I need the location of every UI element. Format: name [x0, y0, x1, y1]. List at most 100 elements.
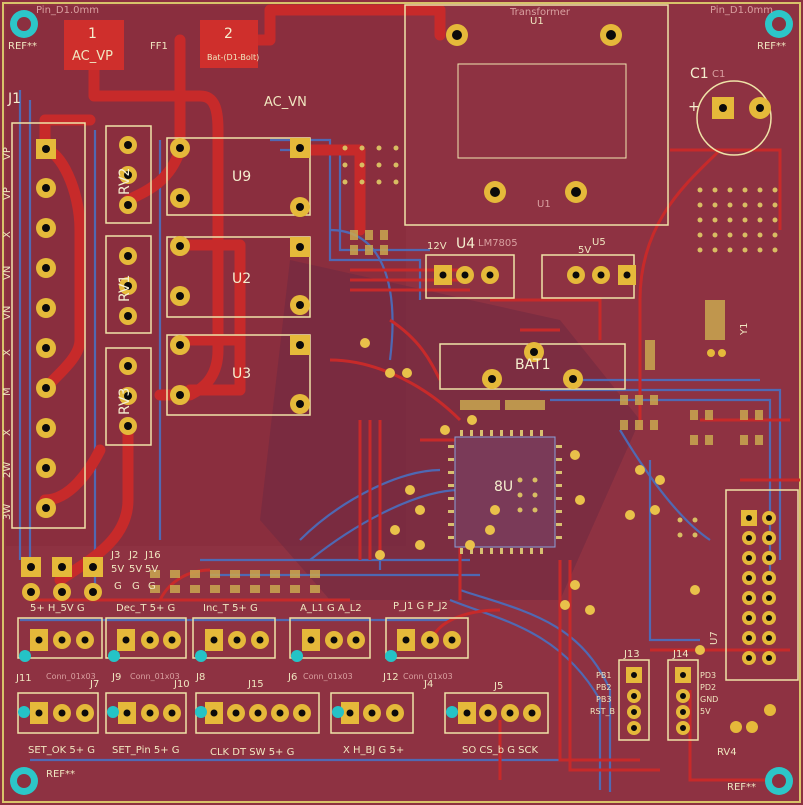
- fuse-pad-1: [64, 20, 124, 70]
- u9-label: U9: [232, 169, 252, 185]
- c1-outline: [696, 80, 772, 156]
- j13-pin-4: RST_B: [590, 707, 616, 716]
- u8-chip-body: [454, 436, 556, 548]
- j1-net-6: X: [2, 349, 13, 356]
- j1-net-10: 3W: [2, 503, 13, 520]
- j1-net-5: VN: [2, 305, 13, 320]
- j8-ref: J8: [196, 672, 206, 683]
- bottom-traces: [18, 90, 782, 792]
- j14-pin-1: PD3: [700, 671, 717, 680]
- j11-pin-label: 5+ H_5V G: [30, 603, 85, 614]
- j14-pin-2: PD2: [700, 683, 717, 692]
- j5-pin-label: SO CS_b G SCK: [462, 745, 539, 756]
- j9-pin-label: Dec_T 5+ G: [116, 603, 176, 614]
- j14-pin-4: 5V: [700, 707, 711, 716]
- j3-ground: G: [114, 581, 122, 592]
- j12-pin-label: P_J1 G P_J2: [393, 601, 448, 612]
- u4-net-label: 12V: [427, 241, 447, 252]
- j6-ref: J6: [288, 672, 298, 683]
- j13-pin-3: PB3: [596, 695, 612, 704]
- j1-net-7: M: [2, 387, 13, 396]
- rv2-label: RV2: [117, 167, 133, 195]
- u5-ref-label: U5: [592, 237, 606, 248]
- ref-br-label: REF**: [727, 782, 757, 793]
- fuse-ref-label: FF1: [150, 41, 168, 52]
- j1-net-8: X: [2, 429, 13, 436]
- j4-ref: J4: [424, 679, 434, 690]
- ref-tl-label: REF**: [8, 41, 38, 52]
- smd-parts: [150, 230, 763, 593]
- u2-label: U2: [232, 271, 252, 287]
- j9-ref: J9: [112, 672, 122, 683]
- j15-ref: J15: [248, 679, 264, 690]
- pin-tr-label: Pin_D1.0mm: [710, 5, 774, 16]
- j1-net-3: X: [2, 231, 13, 238]
- signal-traces-red: [30, 148, 800, 782]
- j10-pin-label: SET_Pin 5+ G: [112, 745, 180, 756]
- j10-ref: J10: [174, 679, 190, 690]
- j13-label: J13: [624, 649, 640, 660]
- j1-net-2: VP: [2, 187, 13, 200]
- fuse-pad2-name: Bat-(D1-Bolt): [207, 53, 260, 62]
- power-traces: [39, 4, 446, 586]
- j3-ref: J3: [111, 550, 121, 561]
- u3-label: U3: [232, 366, 252, 382]
- u1-outline: [404, 4, 669, 226]
- j16-ref: J16: [145, 550, 161, 561]
- via-field: [342, 145, 778, 538]
- u8-label: 8U: [494, 479, 514, 495]
- j1-net-4: VN: [2, 265, 13, 280]
- j3-voltage: 5V: [111, 564, 125, 575]
- j2-ground: G: [132, 581, 140, 592]
- ref-bl-label: REF**: [46, 769, 76, 780]
- j6-value: Conn_01x03: [303, 672, 353, 681]
- j4-pin-label: X H_BJ G 5+: [343, 745, 405, 756]
- j13-pin-2: PB2: [596, 683, 612, 692]
- ac-vn-label: AC_VN: [264, 95, 307, 110]
- fuse-pad2-number: 2: [224, 26, 233, 42]
- bat1-label: BAT1: [515, 357, 551, 373]
- th-pads: [18, 24, 776, 735]
- u7-label: U7: [709, 631, 720, 645]
- j14-pin-3: GND: [700, 695, 719, 704]
- j15-pin-label: CLK DT SW 5+ G: [210, 747, 295, 758]
- c1-ref-label: C1: [690, 66, 709, 82]
- c1-value-label: C1: [712, 69, 726, 80]
- fuse-pad-2: [200, 20, 258, 68]
- j12-ref: J12: [383, 672, 399, 683]
- j5-ref: J5: [494, 681, 504, 692]
- u8-pins: [448, 430, 562, 554]
- u1-ref-label: U1: [530, 16, 544, 27]
- j7-ref: J7: [90, 679, 100, 690]
- j11-ref: J11: [16, 673, 32, 684]
- fuse-pad1-name: AC_VP: [72, 49, 113, 64]
- j1-ref-label: J1: [8, 91, 22, 107]
- vias: [360, 338, 705, 655]
- j6-pin-label: A_L1 G A_L2: [300, 603, 362, 614]
- j8-pin-label: Inc_T 5+ G: [203, 603, 258, 614]
- ref-tr-label: REF**: [757, 41, 787, 52]
- rv4-label: RV4: [717, 747, 737, 758]
- j2-voltage: 5V: [129, 564, 143, 575]
- j14-label: J14: [673, 649, 689, 660]
- c1-polarity-label: +: [688, 99, 700, 115]
- j1-net-1: VP: [2, 147, 13, 160]
- silkscreen: [11, 4, 799, 741]
- j11-value: Conn_01x03: [46, 672, 96, 681]
- y1-label: Y1: [739, 322, 750, 335]
- j13-pin-1: PB1: [596, 671, 612, 680]
- j7-pin-label: SET_OK 5+ G: [28, 745, 96, 756]
- pin-tl-label: Pin_D1.0mm: [36, 5, 100, 16]
- u1-value-label: Transformer: [510, 7, 571, 18]
- j12-value: Conn_01x03: [403, 672, 453, 681]
- j16-voltage: 5V: [145, 564, 159, 575]
- mounting-holes: [10, 10, 793, 795]
- u4-value-label: LM7805: [478, 238, 518, 249]
- j2-ref: J2: [129, 550, 139, 561]
- j1-net-9: 2W: [2, 461, 13, 478]
- u4-ref-label: U4: [456, 236, 476, 252]
- u5-net-label: 5V: [578, 245, 592, 256]
- fuse-pad1-number: 1: [88, 26, 97, 42]
